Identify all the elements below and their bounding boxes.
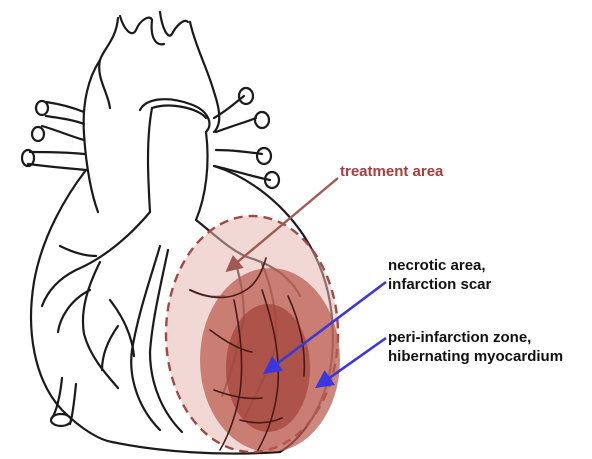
- peri-infarction-zone-label: peri-infarction zone, hibernating myocar…: [388, 328, 563, 366]
- treatment-area-label: treatment area: [340, 162, 443, 181]
- aortic-branch-left: [99, 18, 118, 108]
- necrotic-area-label-line-1: necrotic area,: [388, 256, 491, 275]
- aortic-branch-mid: [120, 16, 152, 33]
- peri-infarction-label-line-1: peri-infarction zone,: [388, 328, 563, 347]
- necrotic-area-label-line-2: infarction scar: [388, 275, 491, 294]
- peri-infarction-label-line-2: hibernating myocardium: [388, 347, 563, 366]
- aortic-branch-right: [160, 12, 188, 36]
- necrotic-area-label: necrotic area, infarction scar: [388, 256, 491, 294]
